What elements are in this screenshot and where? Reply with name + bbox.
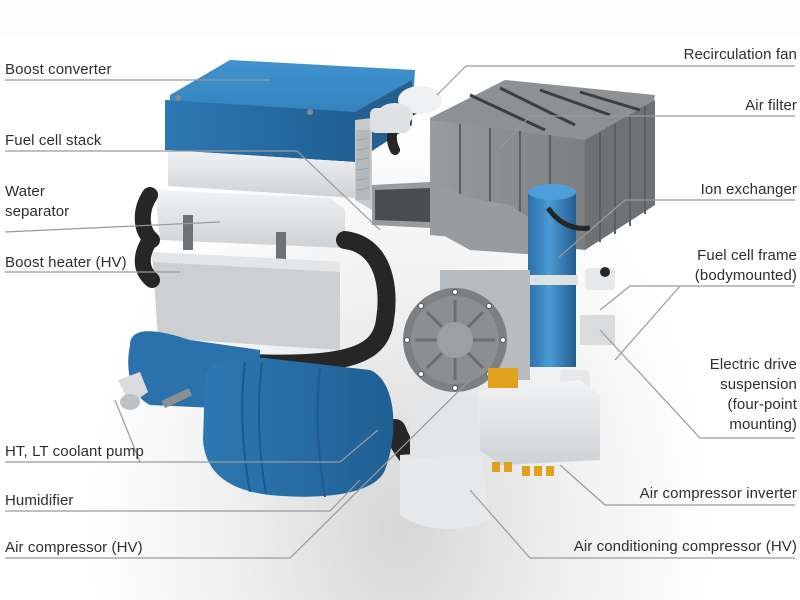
label-fuel-cell-stack: Fuel cell stack [5, 132, 102, 149]
label-electric-drive-suspension: Electric drive suspension (four-point mo… [709, 356, 797, 433]
label-ion-exchanger: Ion exchanger [700, 181, 797, 198]
label-air-compressor: Air compressor (HV) [5, 539, 143, 556]
label-recirculation-fan: Recirculation fan [683, 46, 797, 63]
electric-drive-part [403, 270, 530, 392]
label-boost-heater: Boost heater (HV) [5, 254, 127, 271]
air-intake-duct [372, 182, 540, 255]
label-air-filter: Air filter [745, 97, 797, 114]
boost-converter-part [165, 60, 415, 162]
air-filter-part [430, 80, 655, 250]
label-water-separator: Water separator [5, 183, 70, 220]
label-boost-converter: Boost converter [5, 61, 112, 78]
water-separator-part [155, 190, 345, 270]
recirculation-fan-part [370, 86, 442, 133]
ac-compressor-part [400, 395, 490, 530]
boost-heater-part [152, 252, 340, 350]
label-coolant-pump: HT, LT coolant pump [5, 443, 144, 460]
label-air-conditioning-compressor: Air conditioning compressor (HV) [573, 538, 797, 555]
ion-exchanger-part [526, 184, 591, 367]
air-compressor-inverter-part [480, 368, 600, 476]
leader-lines [4, 65, 795, 559]
top-band [0, 0, 800, 34]
label-air-compressor-inverter: Air compressor inverter [639, 485, 797, 502]
label-humidifier: Humidifier [5, 492, 74, 509]
label-fuel-cell-frame: Fuel cell frame (bodymounted) [694, 247, 797, 284]
